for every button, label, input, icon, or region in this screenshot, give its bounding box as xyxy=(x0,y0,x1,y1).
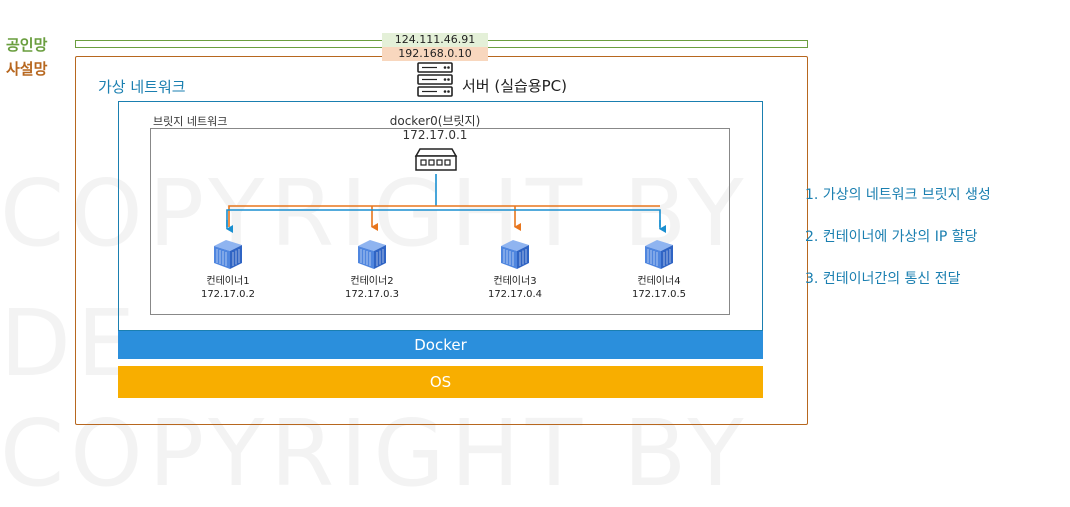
container-icon xyxy=(645,240,673,269)
watermark-text: DE xyxy=(0,290,141,397)
virtual-network-label: 가상 네트워크 xyxy=(98,78,186,96)
docker-layer: Docker xyxy=(118,331,763,359)
container-name: 컨테이너4 xyxy=(637,276,681,287)
step-1: 1. 가상의 네트워크 브릿지 생성 xyxy=(805,187,991,203)
container-icon xyxy=(358,240,386,269)
os-layer: OS xyxy=(118,366,763,398)
blue-bus-line xyxy=(226,209,661,227)
container-ip: 172.17.0.3 xyxy=(344,289,400,300)
container-label: 컨테이너4 172.17.0.5 xyxy=(614,275,704,301)
bridge-network-label: 브릿지 네트워크 xyxy=(153,115,228,128)
private-network-label: 사설망 xyxy=(6,60,48,78)
private-ip: 192.168.0.10 xyxy=(382,47,488,61)
orange-bus-line xyxy=(228,205,660,227)
container-label: 컨테이너3 172.17.0.4 xyxy=(470,275,560,301)
container-name: 컨테이너2 xyxy=(350,276,394,287)
docker0-name: docker0(브릿지) xyxy=(389,114,481,128)
docker0-label: docker0(브릿지) 172.17.0.1 xyxy=(360,114,510,142)
switch-icon xyxy=(414,148,458,171)
container-icon xyxy=(501,240,529,269)
connection-lines xyxy=(226,174,666,233)
container-name: 컨테이너3 xyxy=(493,276,537,287)
bridge-network-box xyxy=(150,128,730,315)
virtual-network-box xyxy=(118,101,763,331)
public-network-label: 공인망 xyxy=(6,36,48,54)
docker0-ip: 172.17.0.1 xyxy=(402,128,468,142)
container-ip: 172.17.0.2 xyxy=(200,289,256,300)
step-3: 3. 컨테이너간의 통신 전달 xyxy=(805,271,961,287)
container-label: 컨테이너1 172.17.0.2 xyxy=(183,275,273,301)
container-ip: 172.17.0.5 xyxy=(631,289,687,300)
server-label: 서버 (실습용PC) xyxy=(462,77,567,95)
step-2: 2. 컨테이너에 가상의 IP 할당 xyxy=(805,229,978,245)
container-ip: 172.17.0.4 xyxy=(487,289,543,300)
container-icon xyxy=(214,240,242,269)
public-ip: 124.111.46.91 xyxy=(382,33,488,47)
container-label: 컨테이너2 172.17.0.3 xyxy=(327,275,417,301)
container-name: 컨테이너1 xyxy=(206,276,250,287)
server-icon xyxy=(417,62,453,97)
